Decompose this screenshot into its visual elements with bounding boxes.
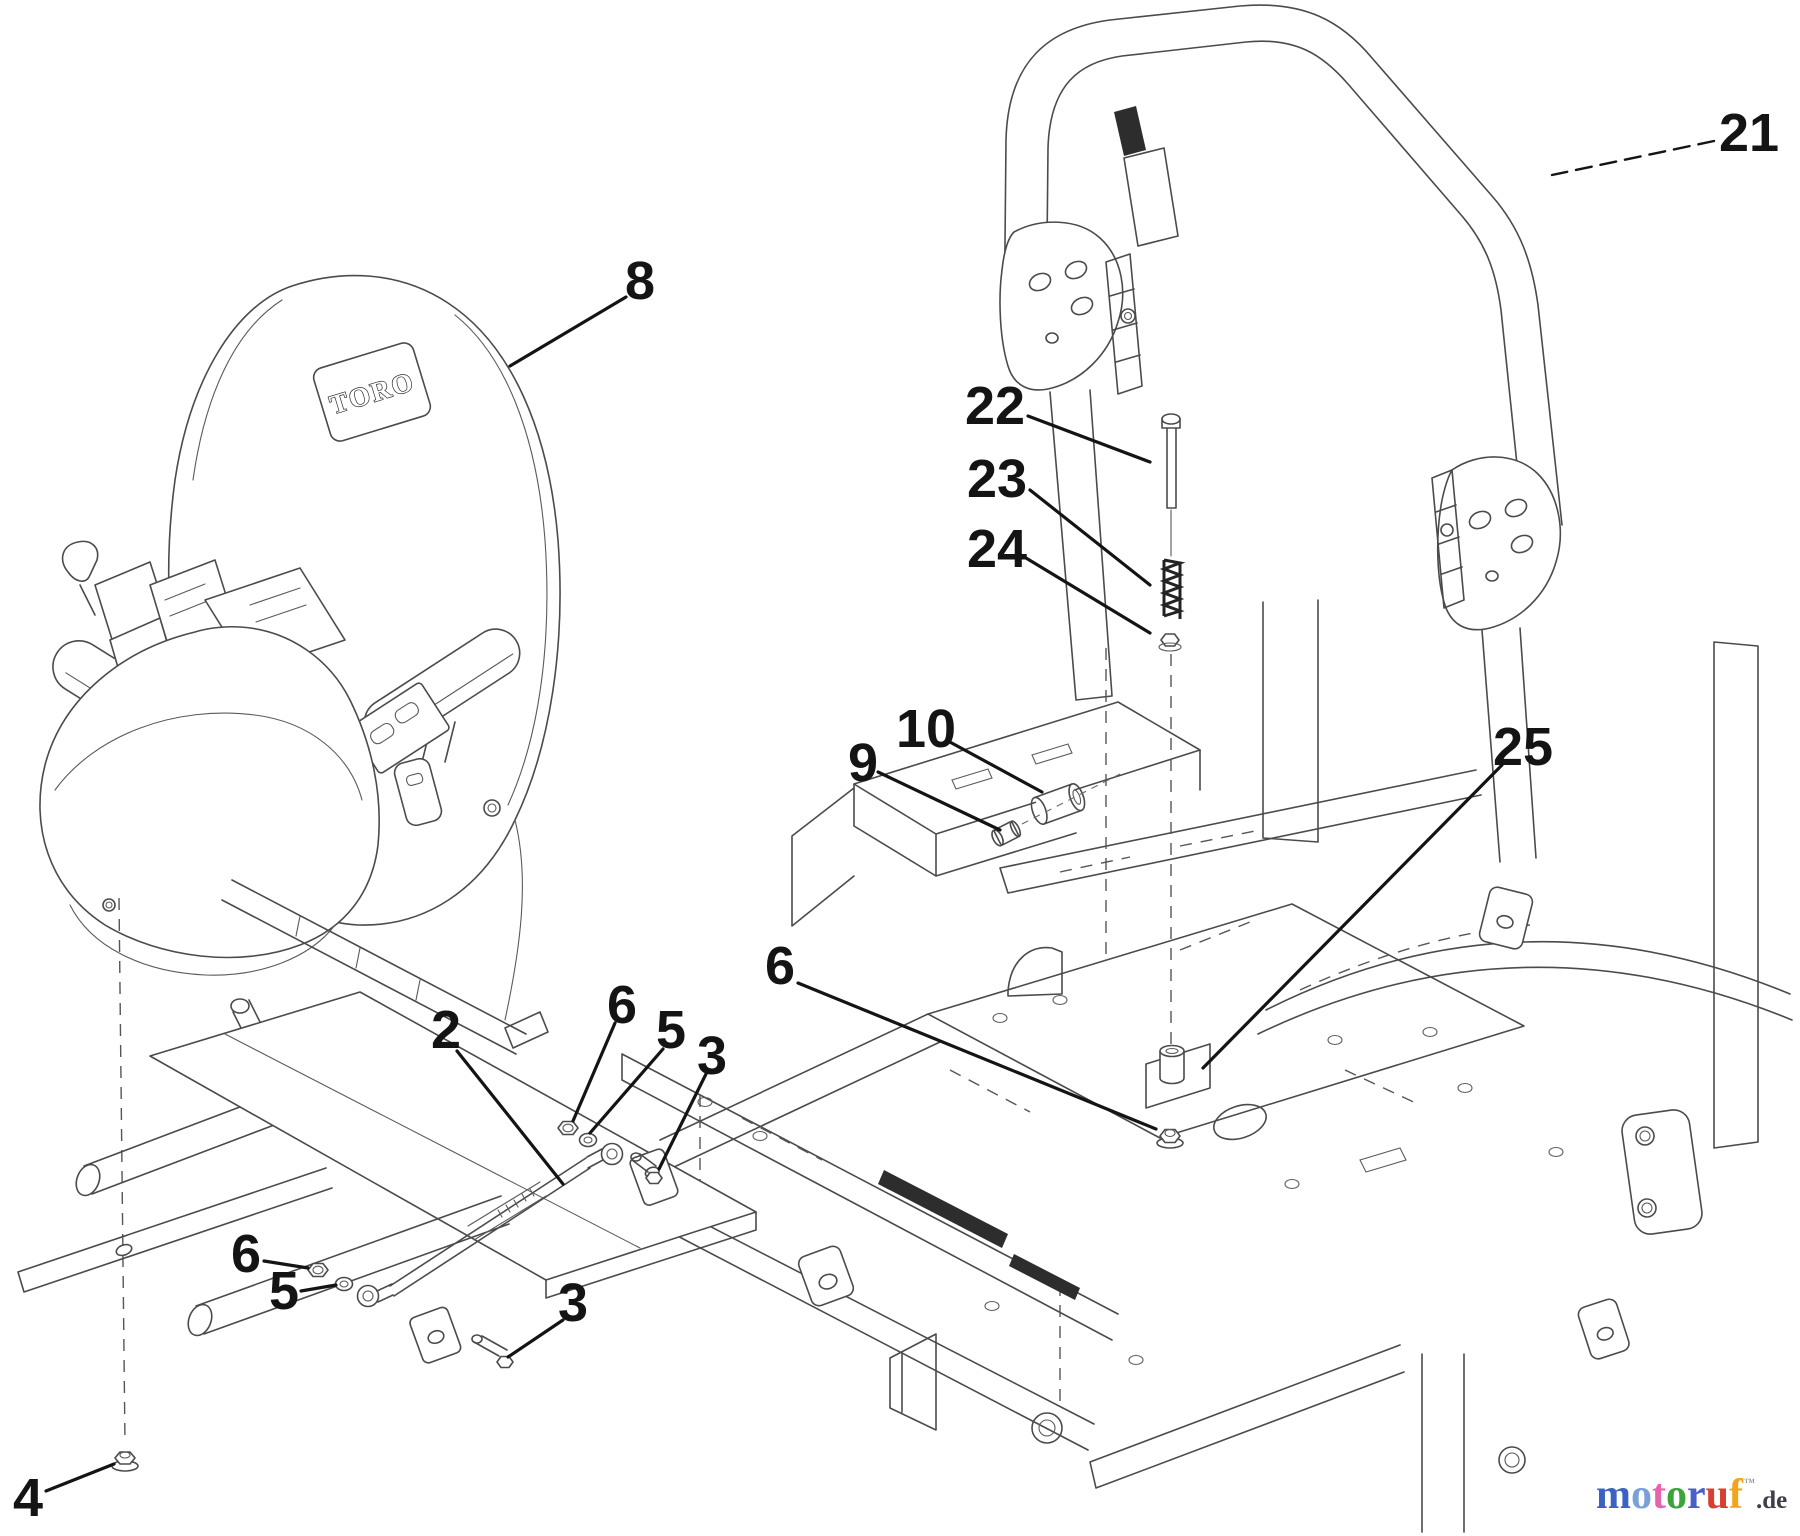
part-bolt-22 bbox=[1161, 413, 1181, 557]
watermark-letter: r bbox=[1687, 1472, 1706, 1518]
trademark-mark: ™ bbox=[1744, 1477, 1756, 1489]
callout-5-lower: 5 bbox=[269, 1261, 299, 1321]
part-adjustment-rod-2 bbox=[356, 1142, 624, 1308]
toro-badge: TORO bbox=[312, 342, 432, 442]
callout-leader-5-upper bbox=[588, 1047, 665, 1135]
seatbelt-buckle bbox=[350, 682, 501, 827]
callout-10: 10 bbox=[896, 699, 956, 759]
callout-leader-2 bbox=[455, 1049, 565, 1186]
watermark-letter: u bbox=[1705, 1472, 1730, 1518]
callout-leader-23 bbox=[1028, 488, 1152, 587]
rollbar-right-hinge bbox=[1431, 456, 1562, 631]
seat-cushion bbox=[39, 625, 380, 959]
part-nut-6 bbox=[557, 1120, 579, 1136]
callout-leader-22 bbox=[1026, 414, 1152, 464]
motoruf-watermark: motoruf ™ .de bbox=[1596, 1474, 1787, 1516]
callout-3-upper: 3 bbox=[697, 1026, 727, 1086]
center-line bbox=[118, 897, 126, 1445]
part-flange-nut-4 bbox=[111, 1451, 139, 1472]
callout-25: 25 bbox=[1493, 717, 1553, 777]
part-bolt-9 bbox=[991, 820, 1022, 847]
callout-leader-3-lower bbox=[506, 1318, 565, 1359]
callout-2: 2 bbox=[431, 1000, 461, 1060]
warning-decal bbox=[1114, 106, 1146, 156]
seat-track-serration bbox=[878, 1170, 1008, 1248]
callout-leader-8 bbox=[508, 295, 628, 368]
part-bolt-3 bbox=[471, 1334, 514, 1369]
seat-illustration: TORO bbox=[39, 274, 561, 1445]
callout-leader-24 bbox=[1024, 556, 1152, 635]
callout-4: 4 bbox=[13, 1468, 43, 1528]
callout-leader-25 bbox=[1201, 763, 1504, 1070]
part-nut-6 bbox=[307, 1262, 329, 1278]
part-spring-23 bbox=[1159, 558, 1186, 619]
part-nut-24 bbox=[1158, 633, 1182, 652]
part-bolt-3 bbox=[630, 1152, 663, 1185]
callout-22: 22 bbox=[965, 376, 1025, 436]
watermark-letter: t bbox=[1652, 1472, 1666, 1518]
motoruf-domain-suffix: .de bbox=[1756, 1487, 1788, 1514]
part-washer-5 bbox=[334, 1276, 354, 1292]
callout-leader-6-lower bbox=[262, 1259, 310, 1270]
center-line bbox=[1021, 773, 1121, 825]
callout-21: 21 bbox=[1719, 103, 1779, 163]
rollbar-illustration bbox=[999, 4, 1563, 863]
callout-6-upper: 6 bbox=[607, 975, 637, 1035]
callout-leader-4 bbox=[44, 1462, 116, 1493]
instruction-label bbox=[1123, 147, 1179, 247]
callout-24: 24 bbox=[967, 519, 1027, 579]
callout-6-mid: 6 bbox=[765, 936, 795, 996]
callout-8: 8 bbox=[625, 251, 655, 311]
part-flange-nut-6 bbox=[1156, 1128, 1184, 1149]
watermark-letter: o bbox=[1631, 1472, 1652, 1518]
fastener-parts bbox=[991, 413, 1186, 1149]
seat-mount-plate-illustration bbox=[17, 991, 757, 1472]
watermark-letter: f bbox=[1729, 1472, 1744, 1518]
callout-leader-5-lower bbox=[299, 1283, 338, 1293]
callout-leader-10 bbox=[946, 739, 1044, 794]
callout-leader-21 bbox=[1550, 139, 1716, 177]
rollbar-left-hinge bbox=[999, 221, 1143, 395]
watermark-letter: m bbox=[1596, 1472, 1631, 1518]
seat-track-serration bbox=[1009, 1254, 1080, 1300]
callout-leader-6-upper bbox=[571, 1021, 617, 1123]
callout-leader-3-upper bbox=[657, 1072, 708, 1171]
callout-3-lower: 3 bbox=[558, 1273, 588, 1333]
callout-23: 23 bbox=[967, 449, 1027, 509]
callout-9: 9 bbox=[848, 733, 878, 793]
part-washer-5 bbox=[578, 1132, 598, 1148]
watermark-letter: o bbox=[1666, 1472, 1687, 1518]
part-boss-25 bbox=[1159, 1044, 1185, 1085]
callout-leader-6-mid bbox=[796, 981, 1158, 1131]
callout-6-lower: 6 bbox=[231, 1224, 261, 1284]
callout-5-upper: 5 bbox=[656, 1000, 686, 1060]
callout-leader-9 bbox=[876, 770, 1002, 832]
motoruf-wordmark: motoruf bbox=[1596, 1474, 1743, 1516]
